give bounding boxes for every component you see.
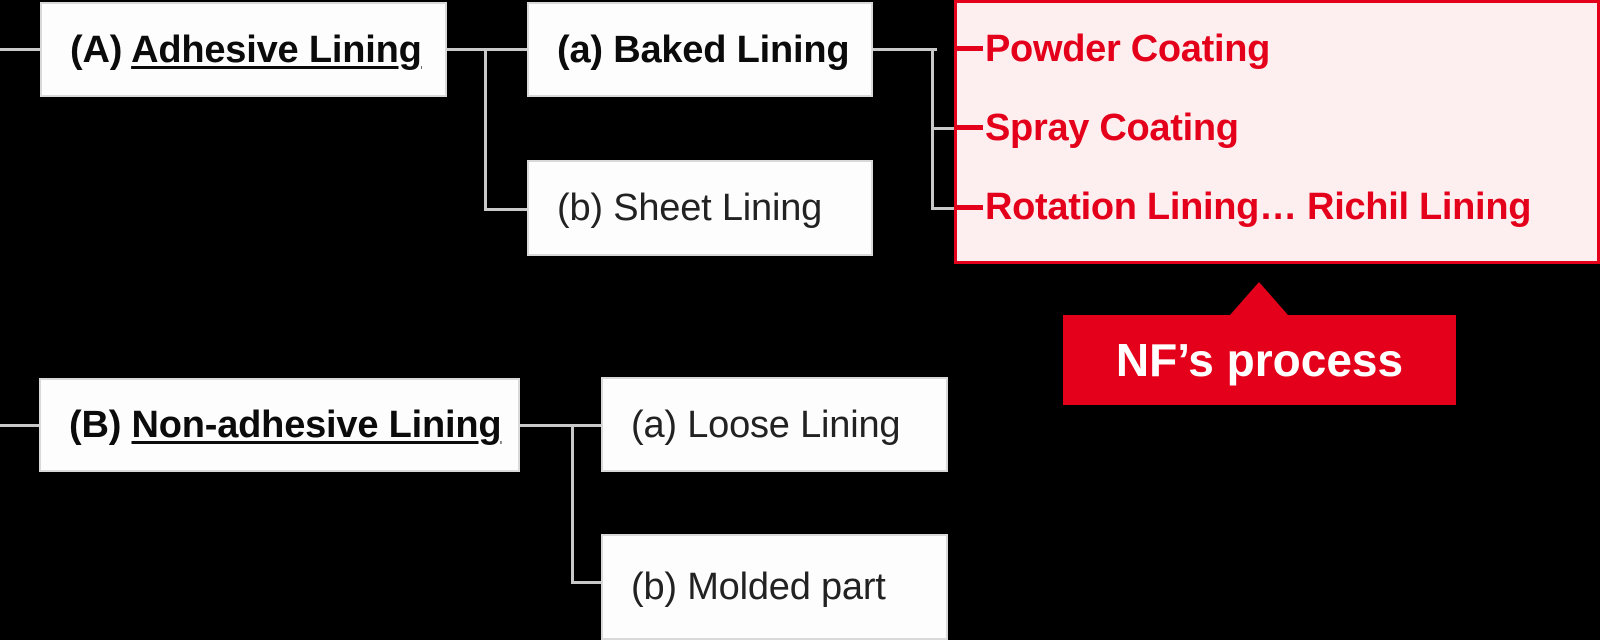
node-non-adhesive-lining-underlined: Non-adhesive Lining	[131, 404, 502, 446]
node-loose-lining[interactable]: (a) Loose Lining	[601, 377, 948, 472]
red-branch-dash-spray	[957, 125, 983, 130]
node-adhesive-lining-underlined: Adhesive Lining	[131, 28, 422, 71]
node-adhesive-lining[interactable]: (A) Adhesive Lining	[40, 2, 447, 97]
connector-b-vertical	[571, 424, 574, 584]
node-non-adhesive-lining[interactable]: (B) Non-adhesive Lining	[39, 378, 520, 472]
nf-process-callout[interactable]: NF’s process	[1063, 315, 1456, 405]
red-branch-dash-rotation	[957, 205, 983, 210]
node-molded-part-label: (b) Molded part	[631, 566, 886, 608]
node-adhesive-lining-label: (A) Adhesive Lining	[42, 31, 422, 69]
red-branch-dash-powder	[957, 46, 983, 51]
entry-stub-line-a	[0, 48, 42, 51]
node-sheet-lining-label: (b) Sheet Lining	[557, 187, 823, 229]
node-sheet-lining[interactable]: (b) Sheet Lining	[527, 160, 873, 256]
red-item-powder-coating[interactable]: Powder Coating	[985, 28, 1271, 70]
red-item-rotation-lining[interactable]: Rotation Lining… Richil Lining	[985, 186, 1532, 228]
node-loose-lining-label: (a) Loose Lining	[631, 403, 901, 446]
node-molded-part[interactable]: (b) Molded part	[601, 534, 948, 640]
connector-b-to-molded	[571, 581, 603, 584]
callout-label: NF’s process	[1115, 334, 1404, 386]
connector-b-out	[518, 424, 603, 427]
connector-a-out	[445, 48, 530, 51]
node-non-adhesive-lining-prefix: (B)	[69, 404, 132, 446]
connector-a-vertical	[484, 48, 487, 211]
connector-a-to-sheet	[484, 208, 530, 211]
node-baked-lining-label: (a) Baked Lining	[557, 28, 850, 71]
connector-baked-out	[871, 48, 937, 51]
nf-process-panel	[954, 0, 1600, 264]
node-adhesive-lining-prefix: (A)	[70, 28, 132, 71]
node-baked-lining[interactable]: (a) Baked Lining	[527, 2, 873, 97]
red-item-spray-coating[interactable]: Spray Coating	[985, 107, 1239, 149]
node-non-adhesive-lining-label: (B) Non-adhesive Lining	[41, 404, 502, 446]
callout-arrow-icon	[1230, 282, 1288, 315]
entry-stub-line-b	[0, 424, 42, 427]
